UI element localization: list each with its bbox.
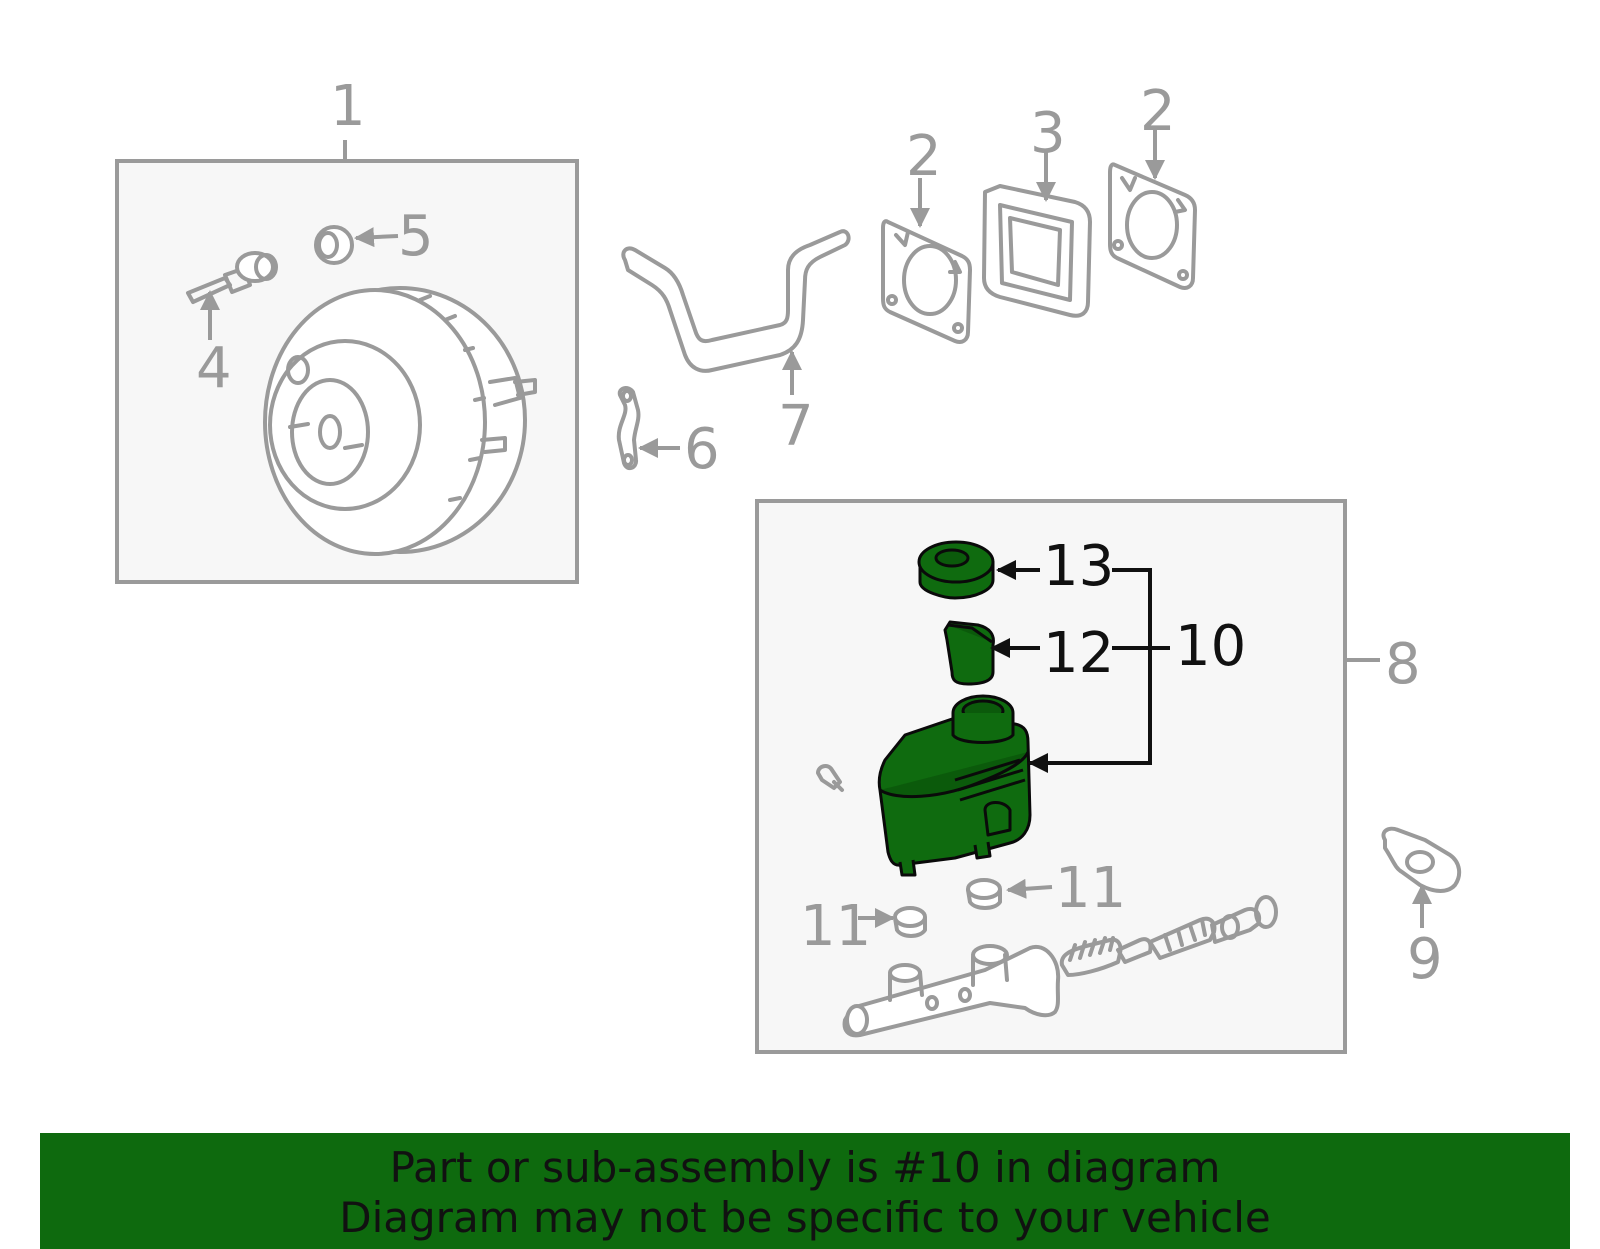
grommet-right [966,878,1002,910]
callout-5: 5 [398,204,434,269]
callout-10: 10 [1175,614,1246,679]
reservoir-cap [917,540,995,600]
gasket-left [881,219,972,344]
brake-fluid-reservoir [877,694,1032,877]
callout-8: 8 [1385,632,1421,697]
grommet [314,225,354,265]
banner-line-disclaimer: Diagram may not be specific to your vehi… [339,1193,1271,1242]
grommet-left [893,906,927,938]
callout-11b: 11 [1055,856,1126,921]
info-banner: Part or sub-assembly is #10 in diagram D… [40,1133,1570,1249]
callout-9: 9 [1407,927,1443,992]
callout-6: 6 [684,417,720,482]
master-cylinder [842,944,1061,1038]
gasket-right [1108,162,1197,290]
callout-7: 7 [778,394,814,459]
banner-line-part-number: Part or sub-assembly is #10 in diagram [389,1143,1221,1192]
callout-4: 4 [196,336,232,401]
brake-booster [263,286,537,556]
callout-13: 13 [1043,534,1114,599]
callout-11a: 11 [800,894,871,959]
reservoir-strainer [943,620,995,686]
vacuum-check-valve [186,251,278,304]
callout-2b: 2 [1140,79,1176,144]
mounting-gasket [1381,826,1462,893]
callout-2a: 2 [906,124,942,189]
reservoir-pin [816,764,844,792]
callout-3: 3 [1030,101,1066,166]
bracket [616,386,641,471]
spacer [982,184,1092,318]
piston-assembly [1059,895,1278,977]
vacuum-hose [621,229,851,373]
callout-1: 1 [330,74,366,139]
callout-12: 12 [1043,621,1114,686]
